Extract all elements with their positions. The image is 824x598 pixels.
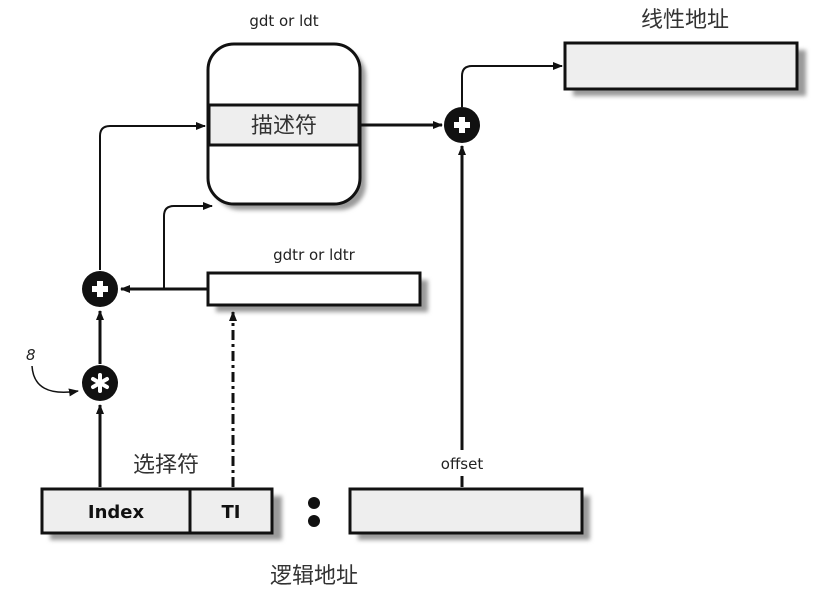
offset-box: offset [348, 455, 590, 540]
ti-field: TI [222, 502, 241, 523]
selector-box: Index TI 选择符 [40, 453, 282, 540]
register-box: gdtr or ldtr [206, 246, 428, 312]
descriptor-table: 描述符 gdt or ldt [206, 12, 366, 210]
connectors [31, 62, 563, 487]
offset-label: offset [441, 455, 484, 473]
selector-label: 选择符 [133, 453, 199, 478]
register-label: gdtr or ldtr [273, 246, 356, 264]
multiplier-label: 8 [26, 346, 36, 364]
descriptor-label: 描述符 [251, 114, 317, 139]
index-field: Index [88, 502, 145, 523]
linear-address-box: 线性地址 [563, 8, 806, 96]
logical-address-label: 逻辑地址 [270, 564, 358, 589]
multiply-icon [82, 365, 118, 401]
address-separator [308, 497, 320, 527]
linear-address-label: 线性地址 [641, 8, 729, 33]
adder-top-icon [444, 107, 480, 143]
descriptor-table-title: gdt or ldt [249, 12, 318, 30]
adder-left-icon [82, 271, 118, 307]
descriptor-entry [207, 103, 361, 147]
